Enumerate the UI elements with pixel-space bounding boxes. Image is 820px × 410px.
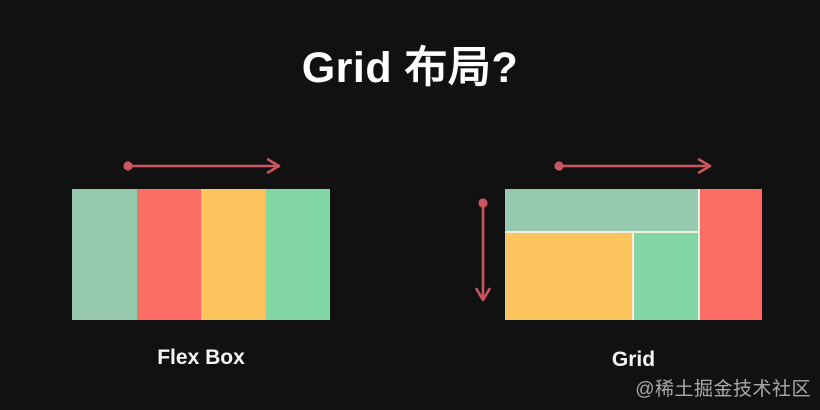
- flexbox-diagram: [72, 189, 330, 320]
- flexbox-label: Flex Box: [157, 346, 245, 369]
- arrow-head: [697, 158, 712, 174]
- grid-y-axis-arrow-icon: [475, 198, 491, 302]
- slide-title: Grid 布局?: [301, 44, 519, 92]
- grid-cell-right-column: [700, 189, 762, 320]
- grid-diagram: [505, 189, 762, 320]
- flex-column-1: [72, 189, 137, 320]
- grid-cell-bottom-left: [505, 233, 632, 320]
- flex-column-3: [201, 189, 266, 320]
- watermark: @稀土掘金技术社区: [635, 379, 811, 400]
- grid-label: Grid: [611, 348, 656, 371]
- arrow-head: [475, 287, 491, 302]
- flex-column-4: [265, 189, 330, 320]
- flex-column-2: [136, 189, 201, 320]
- arrow-head: [266, 158, 281, 174]
- grid-cell-top-band: [505, 189, 698, 231]
- grid-cell-bottom-middle: [634, 233, 698, 320]
- flex-main-axis-arrow-icon: [123, 158, 281, 174]
- grid-x-axis-arrow-icon: [554, 158, 712, 174]
